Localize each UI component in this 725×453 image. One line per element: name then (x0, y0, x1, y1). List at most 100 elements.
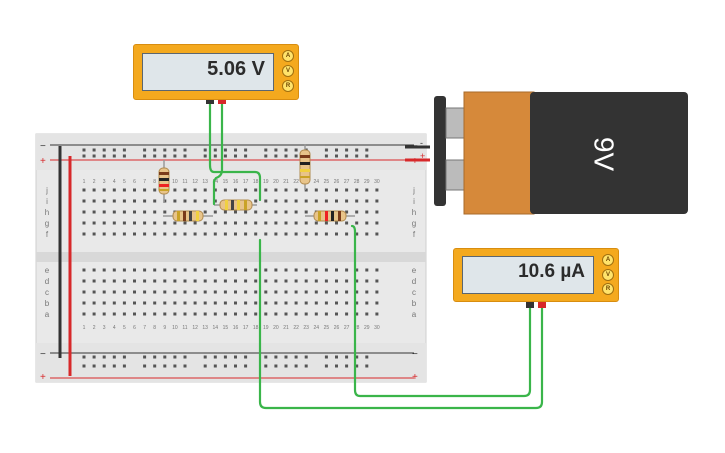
resistor-vertical-right[interactable] (299, 144, 311, 190)
breadboard-hole[interactable] (82, 301, 86, 305)
breadboard-hole[interactable] (183, 221, 187, 225)
breadboard-hole[interactable] (294, 210, 298, 214)
mode-voltmeter-icon[interactable]: V (282, 65, 294, 77)
breadboard-hole[interactable] (183, 364, 187, 368)
breadboard-hole[interactable] (254, 232, 258, 236)
breadboard-hole[interactable] (153, 301, 157, 305)
breadboard-hole[interactable] (294, 148, 298, 152)
breadboard-hole[interactable] (274, 148, 278, 152)
wire-voltmeter-positive[interactable] (212, 98, 224, 206)
breadboard-hole[interactable] (112, 210, 116, 214)
breadboard-hole[interactable] (223, 301, 227, 305)
breadboard-hole[interactable] (92, 364, 96, 368)
breadboard-hole[interactable] (264, 154, 268, 158)
breadboard-hole[interactable] (102, 199, 106, 203)
breadboard-hole[interactable] (264, 210, 268, 214)
breadboard-hole[interactable] (345, 199, 349, 203)
breadboard-hole[interactable] (143, 221, 147, 225)
breadboard-hole[interactable] (264, 268, 268, 272)
breadboard-hole[interactable] (365, 312, 369, 316)
breadboard-hole[interactable] (234, 290, 237, 294)
breadboard-hole[interactable] (274, 221, 278, 225)
breadboard-hole[interactable] (314, 221, 318, 225)
breadboard-hole[interactable] (213, 232, 217, 236)
breadboard-hole[interactable] (163, 290, 167, 294)
breadboard-hole[interactable] (133, 210, 136, 214)
breadboard-hole[interactable] (163, 221, 167, 225)
breadboard-hole[interactable] (223, 154, 227, 158)
breadboard-hole[interactable] (335, 154, 338, 158)
breadboard-hole[interactable] (324, 279, 328, 283)
breadboard-hole[interactable] (365, 355, 369, 359)
breadboard-hole[interactable] (92, 355, 96, 359)
resistor-horizontal-left[interactable] (163, 210, 213, 222)
breadboard-hole[interactable] (294, 355, 298, 359)
breadboard-hole[interactable] (365, 199, 369, 203)
breadboard-hole[interactable] (345, 210, 349, 214)
breadboard-hole[interactable] (183, 188, 187, 192)
breadboard-hole[interactable] (133, 279, 136, 283)
breadboard-hole[interactable] (345, 364, 349, 368)
breadboard-hole[interactable] (304, 290, 308, 294)
breadboard-hole[interactable] (153, 221, 157, 225)
ammeter-probes[interactable] (526, 300, 546, 308)
breadboard-hole[interactable] (345, 312, 349, 316)
breadboard-hole[interactable] (133, 301, 136, 305)
breadboard-hole[interactable] (365, 279, 369, 283)
breadboard-hole[interactable] (92, 199, 96, 203)
breadboard-hole[interactable] (234, 355, 237, 359)
breadboard-hole[interactable] (122, 148, 126, 152)
breadboard-hole[interactable] (153, 148, 157, 152)
breadboard-hole[interactable] (183, 148, 187, 152)
breadboard-hole[interactable] (173, 154, 177, 158)
breadboard-hole[interactable] (254, 221, 258, 225)
breadboard-hole[interactable] (223, 364, 227, 368)
breadboard-hole[interactable] (264, 188, 268, 192)
breadboard-hole[interactable] (183, 268, 187, 272)
breadboard-hole[interactable] (82, 364, 86, 368)
breadboard-hole[interactable] (355, 290, 359, 294)
breadboard-hole[interactable] (335, 268, 338, 272)
breadboard-hole[interactable] (294, 279, 298, 283)
breadboard-hole[interactable] (143, 312, 147, 316)
breadboard-hole[interactable] (304, 355, 308, 359)
breadboard-hole[interactable] (355, 148, 359, 152)
breadboard-hole[interactable] (284, 312, 288, 316)
breadboard-hole[interactable] (82, 188, 86, 192)
breadboard-hole[interactable] (324, 355, 328, 359)
breadboard-hole[interactable] (294, 301, 298, 305)
breadboard-hole[interactable] (264, 290, 268, 294)
breadboard-hole[interactable] (143, 301, 147, 305)
breadboard-hole[interactable] (314, 279, 318, 283)
resistor-horizontal-center[interactable] (214, 199, 257, 211)
breadboard-hole[interactable] (345, 232, 349, 236)
breadboard-hole[interactable] (112, 148, 116, 152)
breadboard-hole[interactable] (274, 188, 278, 192)
breadboard-hole[interactable] (335, 188, 338, 192)
breadboard-hole[interactable] (355, 221, 359, 225)
breadboard-hole[interactable] (92, 268, 96, 272)
breadboard-hole[interactable] (324, 188, 328, 192)
breadboard-hole[interactable] (244, 355, 248, 359)
breadboard-hole[interactable] (234, 364, 237, 368)
breadboard-hole[interactable] (112, 364, 116, 368)
breadboard-hole[interactable] (82, 221, 86, 225)
mode-ohmmeter-icon[interactable]: R (602, 283, 614, 295)
breadboard-hole[interactable] (133, 188, 136, 192)
breadboard-hole[interactable] (163, 279, 167, 283)
breadboard-hole[interactable] (153, 312, 157, 316)
breadboard-hole[interactable] (355, 312, 359, 316)
breadboard-hole[interactable] (213, 290, 217, 294)
breadboard-hole[interactable] (345, 268, 349, 272)
breadboard-hole[interactable] (284, 154, 288, 158)
breadboard-hole[interactable] (143, 199, 147, 203)
breadboard-hole[interactable] (92, 312, 96, 316)
mode-ohmmeter-icon[interactable]: R (282, 80, 294, 92)
breadboard-hole[interactable] (345, 301, 349, 305)
breadboard-hole[interactable] (203, 188, 207, 192)
breadboard-hole[interactable] (264, 199, 268, 203)
breadboard-hole[interactable] (122, 221, 126, 225)
breadboard-hole[interactable] (234, 154, 237, 158)
breadboard-hole[interactable] (173, 364, 177, 368)
breadboard-hole[interactable] (345, 355, 349, 359)
